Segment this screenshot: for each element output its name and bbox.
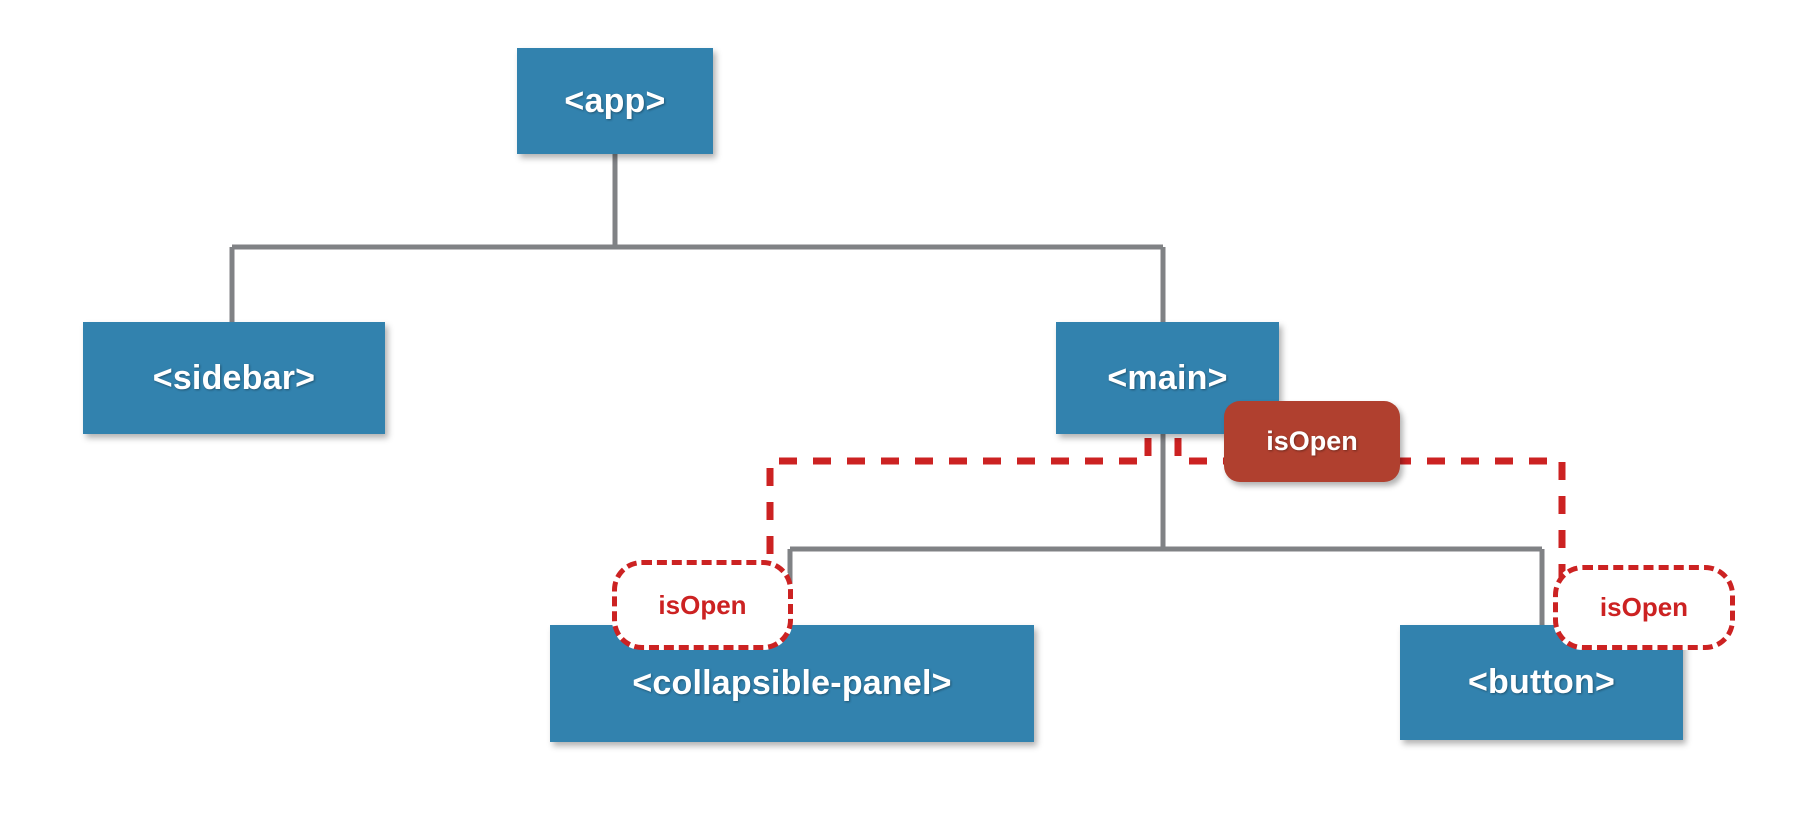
node-button-label: <button> xyxy=(1467,663,1616,701)
edge-state-to-collapsible-panel xyxy=(766,404,1152,600)
node-app[interactable]: <app> xyxy=(517,48,713,154)
node-main-label: <main> xyxy=(1107,358,1228,397)
state-badge-main-label: isOpen xyxy=(1266,426,1358,456)
state-badge-button[interactable]: isOpen xyxy=(1553,565,1735,650)
state-badge-collapsible-panel-label: isOpen xyxy=(658,589,747,620)
state-badge-collapsible-panel[interactable]: isOpen xyxy=(612,560,793,650)
node-collapsible-panel-label: <collapsible-panel> xyxy=(632,664,952,702)
state-badge-button-label: isOpen xyxy=(1599,592,1689,622)
node-sidebar[interactable]: <sidebar> xyxy=(83,322,385,434)
node-collapsible-panel[interactable]: <collapsible-panel> xyxy=(550,625,1034,742)
node-app-label: <app> xyxy=(564,81,666,120)
state-badge-main[interactable]: isOpen xyxy=(1224,401,1400,482)
node-sidebar-label: <sidebar> xyxy=(152,358,316,397)
